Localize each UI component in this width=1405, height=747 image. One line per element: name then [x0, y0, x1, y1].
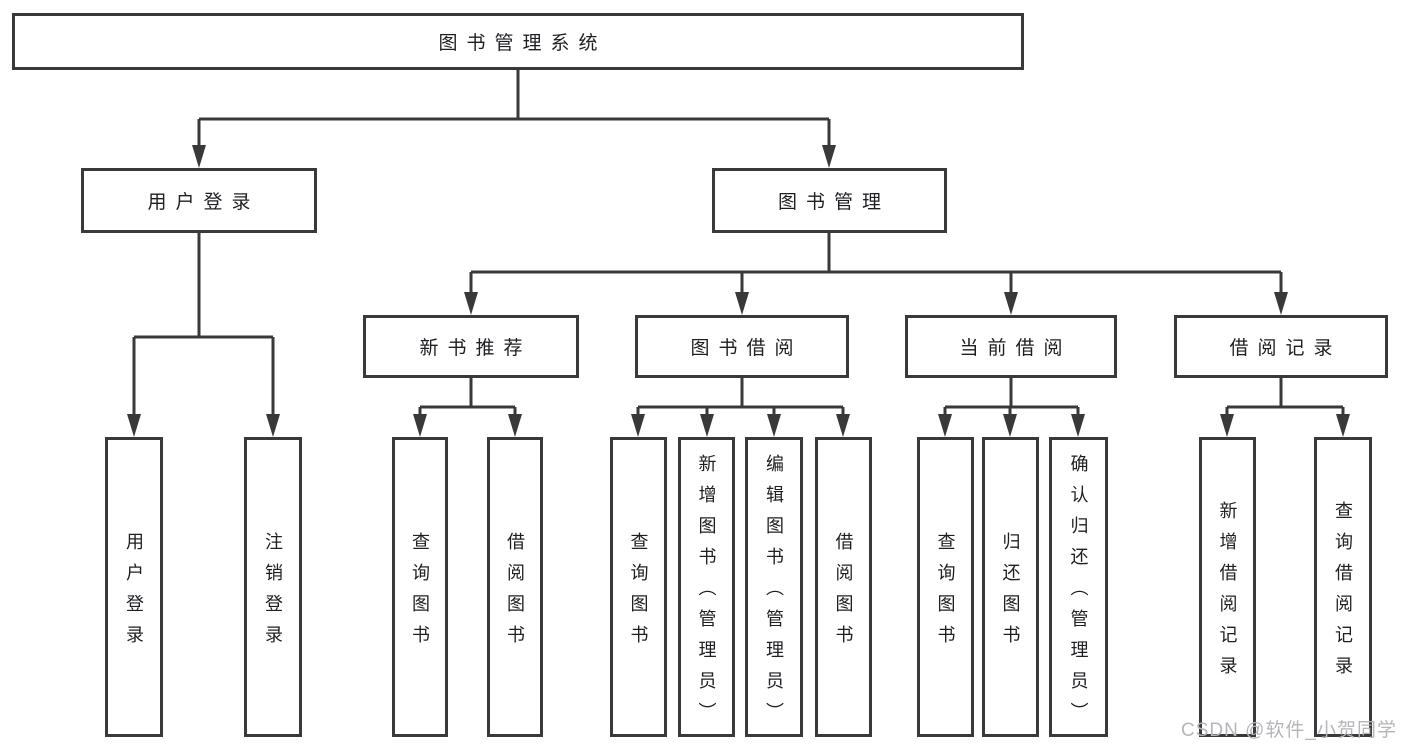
node-borrow-records: 借阅记录: [1174, 315, 1388, 378]
node-new-book-recommend: 新书推荐: [363, 315, 579, 378]
leaf-query-borrow-record: 查询借阅记录: [1314, 437, 1372, 737]
node-user-login: 用户登录: [81, 168, 317, 233]
leaf-borrow-books-1: 借阅图书: [487, 437, 543, 737]
leaf-confirm-return-admin: 确认归还（管理员）: [1049, 437, 1108, 737]
leaf-query-books-1-label: 查询图书: [410, 531, 430, 656]
node-root-label: 图书管理系统: [438, 33, 607, 54]
node-root: 图书管理系统: [12, 13, 1024, 70]
leaf-query-borrow-record-label: 查询借阅记录: [1333, 500, 1353, 687]
leaf-logout: 注销登录: [244, 437, 302, 737]
leaf-query-books-1: 查询图书: [392, 437, 448, 737]
node-book-borrowing: 图书借阅: [635, 315, 849, 378]
leaf-confirm-return-admin-label: 确认归还（管理员）: [1068, 454, 1089, 733]
leaf-borrow-books-2: 借阅图书: [815, 437, 872, 737]
node-book-borrowing-label: 图书借阅: [690, 338, 803, 359]
arrowheads: [127, 145, 1350, 437]
leaf-edit-books-admin-label: 编辑图书（管理员）: [764, 454, 784, 733]
node-borrow-records-label: 借阅记录: [1229, 338, 1342, 359]
leaf-add-books-admin: 新增图书（管理员）: [678, 437, 735, 737]
leaf-query-books-3: 查询图书: [917, 437, 974, 737]
leaf-borrow-books-1-label: 借阅图书: [505, 531, 525, 656]
leaf-logout-label: 注销登录: [263, 531, 283, 656]
node-current-borrowing-label: 当前借阅: [959, 338, 1072, 359]
node-book-management: 图书管理: [712, 168, 947, 233]
node-current-borrowing: 当前借阅: [905, 315, 1117, 378]
node-book-management-label: 图书管理: [777, 192, 890, 213]
leaf-query-books-2: 查询图书: [610, 437, 667, 737]
leaf-return-books: 归还图书: [982, 437, 1039, 737]
leaf-return-books-label: 归还图书: [1000, 531, 1021, 656]
csdn-watermark: CSDN @软件_小贺同学: [1181, 720, 1397, 741]
leaf-user-login-label: 用户登录: [124, 531, 144, 656]
leaf-add-borrow-record: 新增借阅记录: [1199, 437, 1256, 737]
leaf-borrow-books-2-label: 借阅图书: [833, 531, 854, 656]
leaf-add-books-admin-label: 新增图书（管理员）: [696, 454, 717, 733]
leaf-add-borrow-record-label: 新增借阅记录: [1217, 500, 1238, 687]
node-new-book-recommend-label: 新书推荐: [419, 338, 532, 359]
node-user-login-label: 用户登录: [147, 192, 260, 213]
leaf-query-books-2-label: 查询图书: [628, 531, 649, 656]
leaf-edit-books-admin: 编辑图书（管理员）: [745, 437, 803, 737]
leaf-user-login: 用户登录: [105, 437, 163, 737]
leaf-query-books-3-label: 查询图书: [935, 531, 956, 656]
